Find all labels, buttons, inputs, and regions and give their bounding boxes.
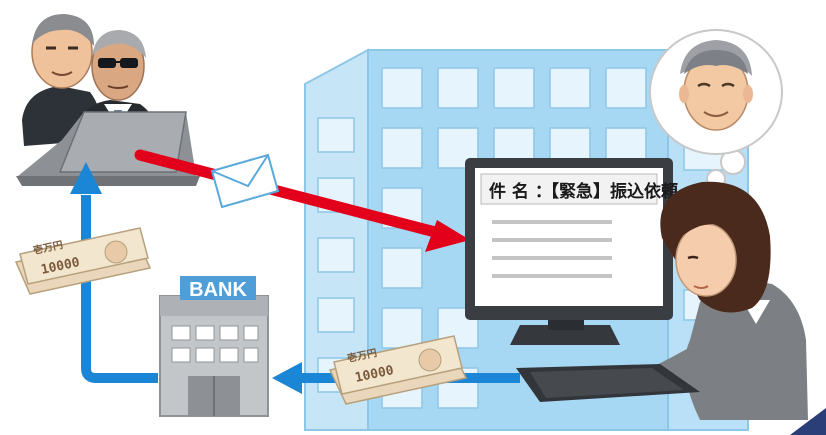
office-worker-icon	[618, 181, 808, 420]
bank-sign-text: BANK	[189, 279, 247, 301]
envelope-icon	[210, 153, 280, 209]
boss-thought-bubble-icon	[649, 29, 783, 189]
fraud-email-arrow	[134, 149, 470, 252]
keyboard-icon	[516, 364, 700, 402]
banknote-bundle-sent-icon: 壱万円 10000	[328, 335, 468, 405]
money-arrow-head-left	[272, 362, 302, 394]
money-arrow-head-up	[70, 162, 102, 194]
email-subject-label: 件 名 ：	[489, 181, 552, 202]
monitor-icon: 件 名 ： 【緊急】振込依頼	[465, 158, 679, 345]
bank-building-icon: BANK	[159, 276, 269, 417]
email-body-lines	[492, 220, 612, 278]
email-subject-value: 【緊急】振込依頼	[542, 181, 679, 202]
corner-accent	[790, 408, 826, 435]
